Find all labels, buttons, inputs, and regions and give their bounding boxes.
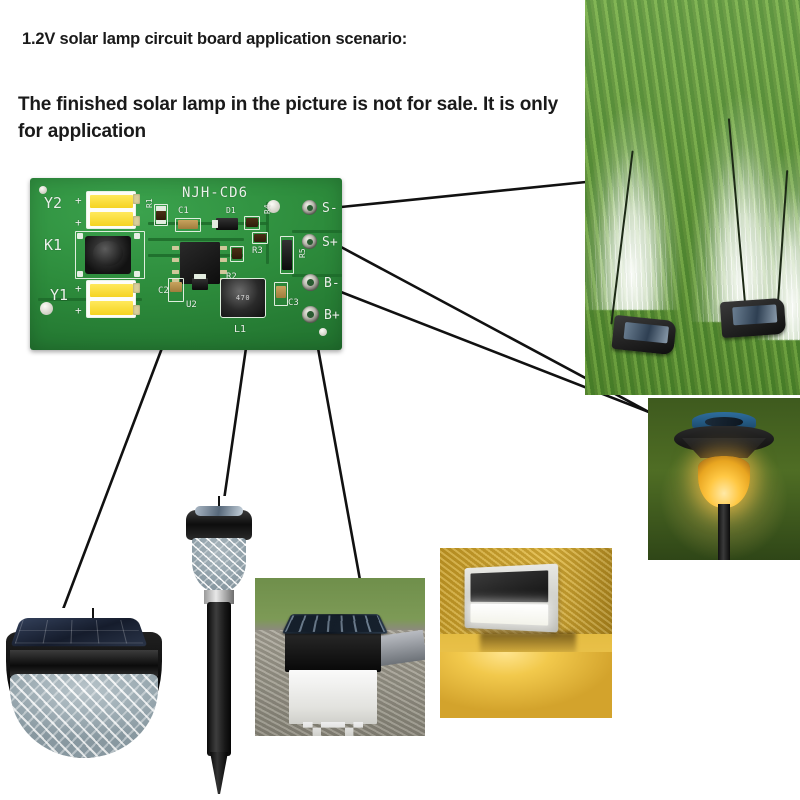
lamp-black-housing (285, 630, 381, 672)
photo-post-cap-solar-lamp (255, 578, 425, 736)
solar-panel (281, 614, 389, 634)
terminal-label-b-negative: B- (324, 276, 340, 291)
page-title: 1.2V solar lamp circuit board applicatio… (22, 30, 408, 48)
silkscreen-y2: Y2 (44, 194, 63, 212)
pcb-part-number: NJH-CD6 (182, 185, 249, 201)
lamp-cord (218, 496, 220, 512)
fixture-shadow (480, 632, 576, 654)
photo-pathway-solar-lamp (648, 398, 800, 560)
solar-lamp-circuit-board: NJH-CD6 Y2 + + K1 Y1 + + (30, 178, 342, 350)
solar-panel-base (719, 297, 787, 339)
photo-fiber-grass-lamps (585, 0, 800, 395)
lamp-diffuser (192, 538, 246, 592)
led-y2 (86, 191, 136, 229)
lamp-diffuser (10, 674, 158, 758)
silkscreen-k1: K1 (44, 236, 63, 254)
photo-stake-solar-lamp (180, 496, 258, 796)
lamp-white-base (289, 670, 377, 724)
lamp-glow (698, 456, 750, 508)
disclaimer-text: The finished solar lamp in the picture i… (18, 94, 559, 142)
silkscreen-r2: R2 (226, 272, 237, 282)
photo-wall-solar-lamp (0, 608, 168, 776)
silkscreen-d1: D1 (226, 206, 236, 215)
lamp-stake-tip (210, 752, 228, 794)
terminal-label-b-positive: B+ (324, 308, 340, 323)
lamp-collar (204, 590, 234, 604)
terminal-pad-b-negative[interactable] (302, 274, 319, 291)
step-light-fixture (464, 563, 559, 633)
solar-panel (470, 570, 549, 603)
solar-panel (10, 617, 148, 647)
terminal-label-s-negative: S- (322, 201, 338, 216)
silkscreen-l1: L1 (234, 324, 247, 335)
silkscreen-r1: R1 (145, 198, 154, 208)
silkscreen-r5: R5 (298, 248, 307, 258)
inductor-l1: 470 (220, 278, 266, 318)
mounting-hole (40, 302, 53, 315)
led-y1 (86, 280, 136, 318)
mounting-hole (267, 200, 280, 213)
solar-panel (195, 506, 243, 516)
silkscreen-u2: U2 (186, 300, 197, 310)
lamp-pole (718, 504, 730, 560)
terminal-pad-b-positive[interactable] (302, 306, 319, 323)
terminal-pad-s-negative[interactable] (302, 200, 317, 215)
light-lens (470, 603, 549, 626)
terminal-label-s-positive: S+ (322, 235, 338, 250)
lamp-band (10, 650, 158, 676)
photo-step-solar-light (440, 548, 612, 718)
silkscreen-c3: C3 (288, 298, 299, 308)
polarity-plus-y2-bottom: + (75, 216, 82, 229)
mounting-hole (319, 328, 327, 336)
polarity-plus-y1-top: + (75, 282, 82, 295)
polarity-plus-y1-bottom: + (75, 304, 82, 317)
silkscreen-r4: R4 (263, 204, 272, 214)
polarity-plus-y2-top: + (75, 194, 82, 207)
tactile-push-button[interactable] (85, 236, 131, 274)
terminal-pad-s-positive[interactable] (302, 234, 317, 249)
mounting-hole (39, 186, 47, 194)
silkscreen-c1: C1 (178, 206, 189, 216)
lamp-stake-pole (207, 602, 231, 756)
silkscreen-c2: C2 (158, 286, 169, 296)
inductor-code: 470 (235, 294, 251, 302)
silkscreen-y1: Y1 (50, 286, 69, 304)
solar-panel-base (611, 314, 677, 356)
silkscreen-r3: R3 (252, 246, 263, 256)
floor-surface (440, 652, 612, 718)
